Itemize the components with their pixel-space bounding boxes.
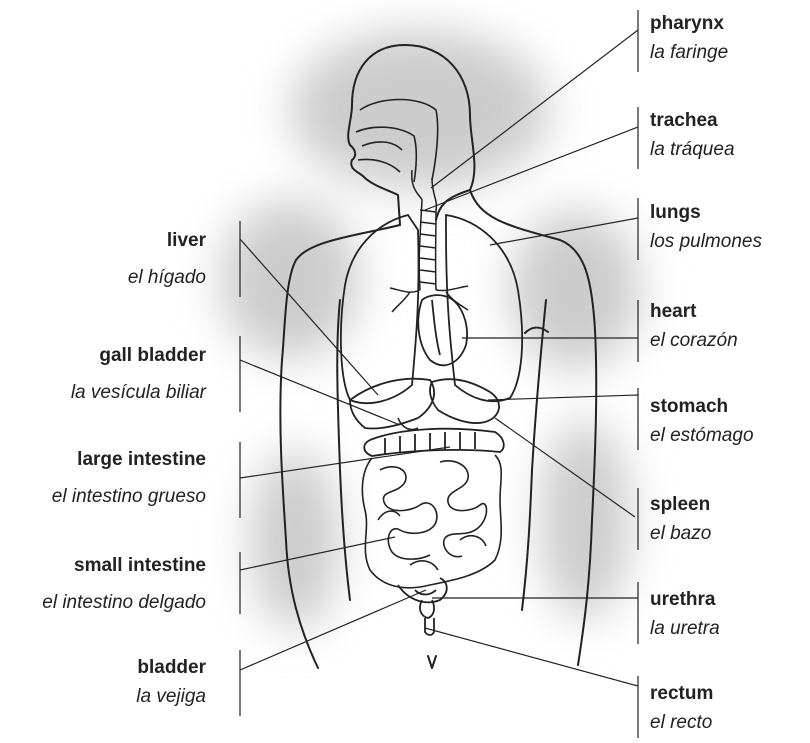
label-es: la faringe [650, 43, 728, 62]
bronchi-drawing [390, 286, 468, 312]
label-en: bladder [136, 658, 206, 677]
label-spleen: spleen el bazo [650, 495, 711, 543]
label-es: la tráquea [650, 140, 735, 159]
label-en: trachea [650, 111, 735, 130]
label-en: gall bladder [71, 346, 206, 365]
heart-drawing [418, 295, 467, 365]
label-es: el intestino grueso [52, 487, 206, 506]
label-es: el bazo [650, 524, 711, 543]
label-pharynx: pharynx la faringe [650, 14, 728, 62]
label-en: liver [128, 231, 206, 250]
label-bladder: bladder la vejiga [136, 658, 206, 706]
lungs-drawing [341, 215, 522, 403]
body-shadow [220, 30, 640, 630]
label-es: el intestino delgado [42, 593, 206, 612]
label-en: spleen [650, 495, 711, 514]
label-es: el corazón [650, 331, 738, 350]
label-en: urethra [650, 590, 720, 609]
label-gall-bladder: gall bladder la vesícula biliar [71, 346, 206, 402]
small-intestine-drawing [362, 455, 501, 588]
label-heart: heart el corazón [650, 302, 738, 350]
label-liver: liver el hígado [128, 231, 206, 287]
label-lungs: lungs los pulmones [650, 203, 762, 251]
label-en: large intestine [52, 450, 206, 469]
label-small-intestine: small intestine el intestino delgado [42, 556, 206, 612]
label-en: lungs [650, 203, 762, 222]
label-en: pharynx [650, 14, 728, 33]
label-trachea: trachea la tráquea [650, 111, 735, 159]
label-es: los pulmones [650, 232, 762, 251]
label-en: stomach [650, 397, 754, 416]
label-es: el recto [650, 713, 713, 732]
label-rectum: rectum el recto [650, 684, 713, 732]
label-es: la vesícula biliar [71, 383, 206, 402]
label-stomach: stomach el estómago [650, 397, 754, 445]
label-large-intestine: large intestine el intestino grueso [52, 450, 206, 506]
label-urethra: urethra la uretra [650, 590, 720, 638]
label-en: small intestine [42, 556, 206, 575]
label-es: el estómago [650, 426, 754, 445]
label-en: rectum [650, 684, 713, 703]
large-intestine-drawing [364, 429, 503, 456]
label-en: heart [650, 302, 738, 321]
label-es: la vejiga [136, 687, 206, 706]
label-es: la uretra [650, 619, 720, 638]
label-es: el hígado [128, 268, 206, 287]
